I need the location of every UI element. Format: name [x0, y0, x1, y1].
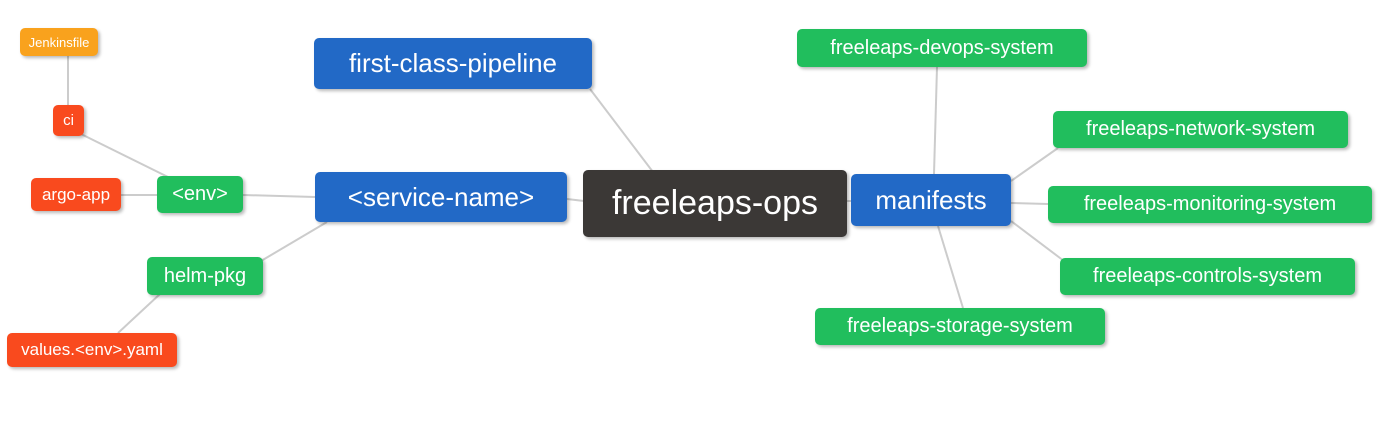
node-argo-app[interactable]: argo-app: [31, 178, 121, 211]
edge-manifests--freeleaps-storage-system: [937, 225, 964, 309]
node-freeleaps-network-system[interactable]: freeleaps-network-system: [1053, 111, 1348, 148]
edge-first-class-pipeline--freeleaps-ops: [589, 88, 654, 173]
node-first-class-pipeline[interactable]: first-class-pipeline: [314, 38, 592, 89]
node-service-name[interactable]: <service-name>: [315, 172, 567, 222]
node-freeleaps-devops-system[interactable]: freeleaps-devops-system: [797, 29, 1087, 67]
edge-helm-pkg--service-name: [260, 221, 328, 262]
node-freeleaps-controls-system[interactable]: freeleaps-controls-system: [1060, 258, 1355, 295]
node-freeleaps-monitoring-system[interactable]: freeleaps-monitoring-system: [1048, 186, 1372, 223]
node-values-env-yaml[interactable]: values.<env>.yaml: [7, 333, 177, 367]
node-env[interactable]: <env>: [157, 176, 243, 213]
edge-manifests--freeleaps-controls-system: [1010, 220, 1065, 262]
edge-manifests--freeleaps-devops-system: [933, 66, 938, 175]
edge-manifests--freeleaps-network-system: [1010, 147, 1059, 182]
edge-values-env-yaml--helm-pkg: [117, 293, 161, 334]
node-jenkinsfile[interactable]: Jenkinsfile: [20, 28, 98, 56]
node-ci[interactable]: ci: [53, 105, 84, 136]
node-freeleaps-storage-system[interactable]: freeleaps-storage-system: [815, 308, 1105, 345]
edge-manifests--freeleaps-monitoring-system: [1010, 202, 1049, 205]
edge-ci--env: [80, 133, 171, 179]
node-freeleaps-ops[interactable]: freeleaps-ops: [583, 170, 847, 237]
edge-service-name--freeleaps-ops: [566, 198, 585, 202]
node-helm-pkg[interactable]: helm-pkg: [147, 257, 263, 295]
edge-env--service-name: [242, 194, 316, 198]
node-manifests[interactable]: manifests: [851, 174, 1011, 226]
